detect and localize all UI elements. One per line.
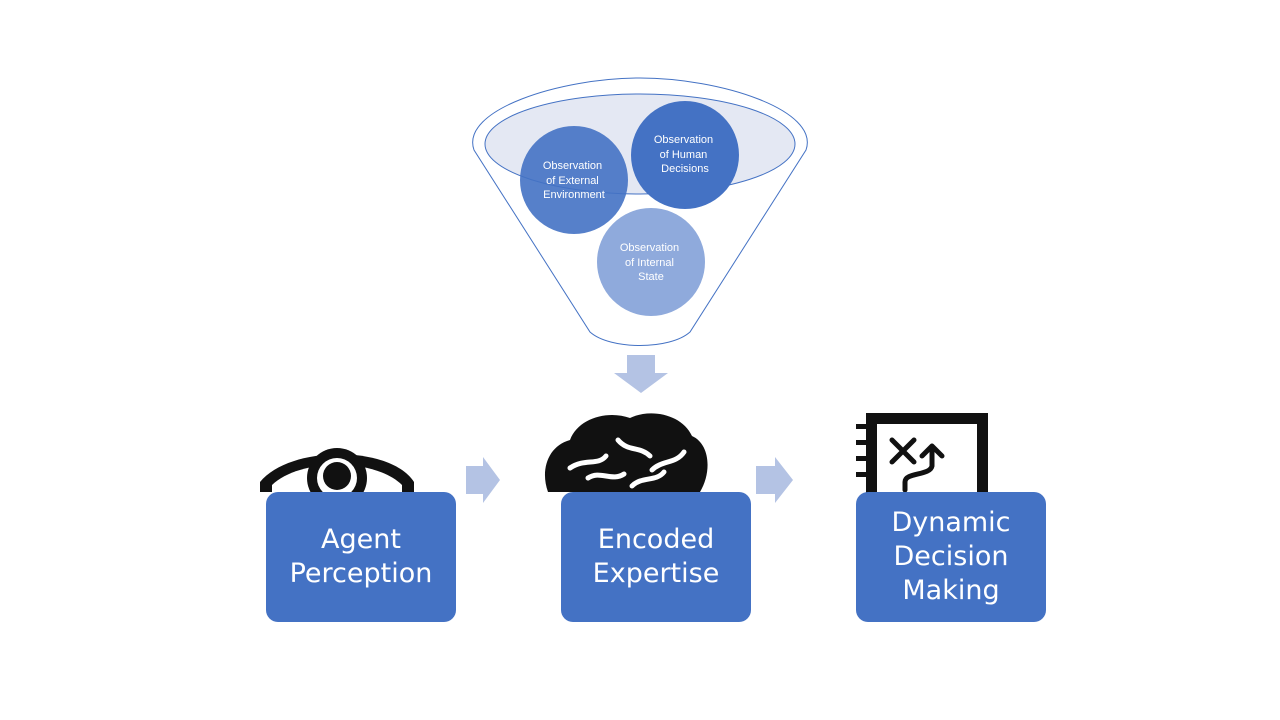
right-arrow-2 [756,457,793,503]
circle-internal-line-1: Observation [620,242,679,254]
agent-perception-box: Agent Perception [266,492,456,622]
agent-perception-line-2: Perception [289,558,433,589]
circle-human-line-2: of Human [660,149,708,161]
encoded-expertise-line-1: Encoded [597,524,715,555]
dynamic-decision-line-2: Decision [893,541,1009,572]
circle-external-line-3: Environment [543,189,605,201]
encoded-expertise-line-2: Expertise [592,558,720,589]
brain-icon [544,413,708,492]
dynamic-decision-line-1: Dynamic [891,507,1011,538]
dynamic-decision-line-3: Making [902,575,1000,606]
right-arrow-1 [466,457,500,503]
observation-circle-external: Observation of External Environment [520,126,628,234]
circle-external-line-1: Observation [543,160,602,172]
circle-internal-line-2: of Internal [625,257,674,269]
agent-perception-line-1: Agent [321,524,401,555]
circle-internal-line-3: State [638,271,664,283]
dynamic-decision-making-box: Dynamic Decision Making [856,492,1046,622]
observation-circle-human: Observation of Human Decisions [631,101,739,209]
down-arrow [614,355,668,393]
observation-circle-internal: Observation of Internal State [597,208,705,316]
svg-text:Observation of Human: Observation of Human Decisions [654,134,716,175]
svg-text:Observation of External: Observation of External Environment [543,160,605,201]
circle-human-line-3: Decisions [661,163,709,175]
svg-text:Observation of Internal: Observation of Internal State [620,242,682,283]
encoded-expertise-box: Encoded Expertise [561,492,751,622]
circle-human-line-1: Observation [654,134,713,146]
circle-external-line-2: of External [546,175,599,187]
strategy-board-icon [856,413,988,495]
